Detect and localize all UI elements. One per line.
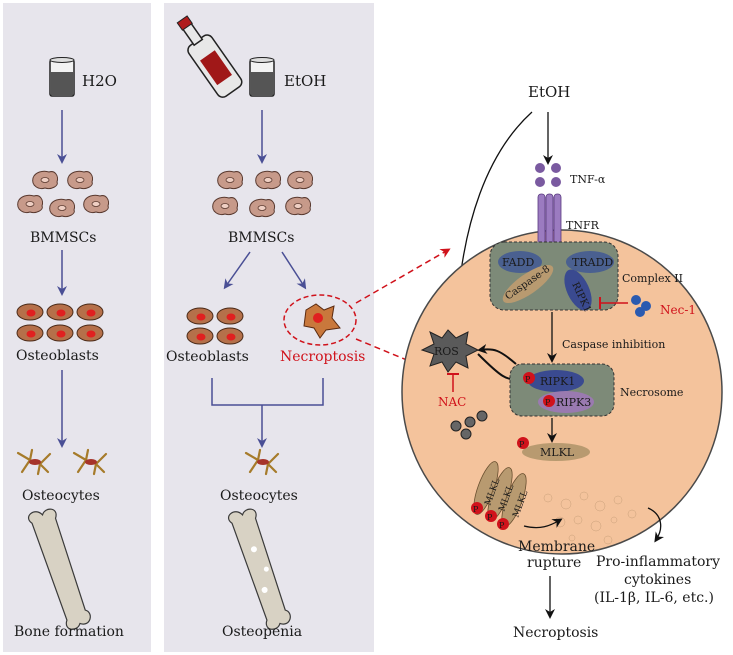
cytokine-release-arrow bbox=[647, 507, 665, 543]
necrosome-box bbox=[509, 363, 615, 417]
ethanol-arrow-necroptosis bbox=[281, 251, 307, 290]
phospho-pore-label-1: P bbox=[473, 505, 479, 514]
phospho-pore-label-3: P bbox=[499, 521, 505, 530]
phospho-mlkl-icon bbox=[517, 437, 529, 449]
cytokines-line3: (IL-1β, IL-6, etc.) bbox=[594, 590, 714, 606]
control-osteocytes-label: Osteocytes bbox=[22, 488, 100, 504]
pathway-etoh-label: EtOH bbox=[528, 83, 570, 101]
ros-star-icon bbox=[420, 329, 480, 373]
ripk1-label: RIPK1 bbox=[540, 375, 575, 388]
ethanol-cells-label: BMMSCs bbox=[228, 230, 294, 246]
cytokines-line1: Pro-inflammatory bbox=[596, 554, 720, 570]
fadd-label: FADD bbox=[502, 256, 534, 269]
necroptotic-cell-icon bbox=[283, 294, 357, 346]
cytokines-line2: cytokines bbox=[624, 572, 691, 588]
tnfr-label: TNFR bbox=[566, 219, 600, 232]
mlkl-pore-icon bbox=[473, 461, 527, 527]
necrosome-label: Necrosome bbox=[620, 386, 683, 399]
ethanol-glass-icon bbox=[249, 56, 275, 97]
phospho-ripk1-label: P bbox=[525, 375, 531, 384]
zoom-connector-top bbox=[355, 248, 451, 304]
control-outcome-label: Bone formation bbox=[14, 624, 124, 640]
ethanol-osteocytes-label: Osteocytes bbox=[220, 488, 298, 504]
membrane-rupture-line1: Membrane bbox=[518, 539, 595, 555]
complex2-label: Complex II bbox=[622, 272, 683, 285]
membrane-rupture-line2: rupture bbox=[527, 555, 581, 571]
ripk3-label: RIPK3 bbox=[556, 396, 591, 409]
phospho-ripk3-icon bbox=[543, 395, 555, 407]
ethanol-drink-label: EtOH bbox=[284, 72, 326, 90]
tradd-label: TRADD bbox=[572, 256, 613, 269]
tnfr-receptor-icon bbox=[537, 193, 562, 257]
nec1-molecule-icon bbox=[631, 295, 651, 317]
ethanol-bottle-icon bbox=[176, 15, 243, 98]
necrosome-to-ros-arrow bbox=[477, 344, 517, 365]
ethanol-osteoblasts-label: Osteoblasts bbox=[166, 349, 249, 365]
mlkl-label: MLKL bbox=[540, 446, 575, 459]
nec1-label: Nec-1 bbox=[660, 303, 696, 317]
ethanol-necroptosis-label: Necroptosis bbox=[280, 349, 365, 365]
mlkl-protein-icon bbox=[522, 443, 590, 461]
control-cells-label: BMMSCs bbox=[30, 230, 96, 246]
ethanol-arrow-osteoblast bbox=[223, 251, 251, 290]
tnf-ligand-icon bbox=[535, 163, 561, 187]
phospho-pore-icons bbox=[471, 502, 509, 530]
pathway-outcome-label: Necroptosis bbox=[513, 625, 598, 641]
complex2-box bbox=[489, 241, 619, 311]
ethanol-outcome-label: Osteopenia bbox=[222, 624, 302, 640]
osteopenic-bone-icon bbox=[226, 504, 293, 635]
water-glass-icon bbox=[49, 56, 75, 97]
nac-molecules-icon bbox=[450, 410, 488, 440]
pore-to-rupture-arrow bbox=[523, 518, 563, 529]
control-drink-label: H2O bbox=[82, 72, 117, 90]
control-osteoblasts-label: Osteoblasts bbox=[16, 348, 99, 364]
ethanol-panel-bg bbox=[164, 3, 374, 652]
ethanol-merge-bracket bbox=[211, 378, 324, 406]
tnf-label: TNF-α bbox=[570, 173, 606, 186]
ros-label: ROS bbox=[434, 345, 459, 358]
nac-label: NAC bbox=[438, 395, 466, 409]
zoom-connector-bottom bbox=[355, 338, 417, 365]
phospho-pore-label-2: P bbox=[487, 513, 493, 522]
caspase-inhibition-label: Caspase inhibition bbox=[562, 338, 665, 351]
phospho-ripk3-label: P bbox=[545, 398, 551, 407]
phospho-mlkl-label: P bbox=[519, 440, 525, 449]
phospho-ripk1-icon bbox=[523, 372, 535, 384]
